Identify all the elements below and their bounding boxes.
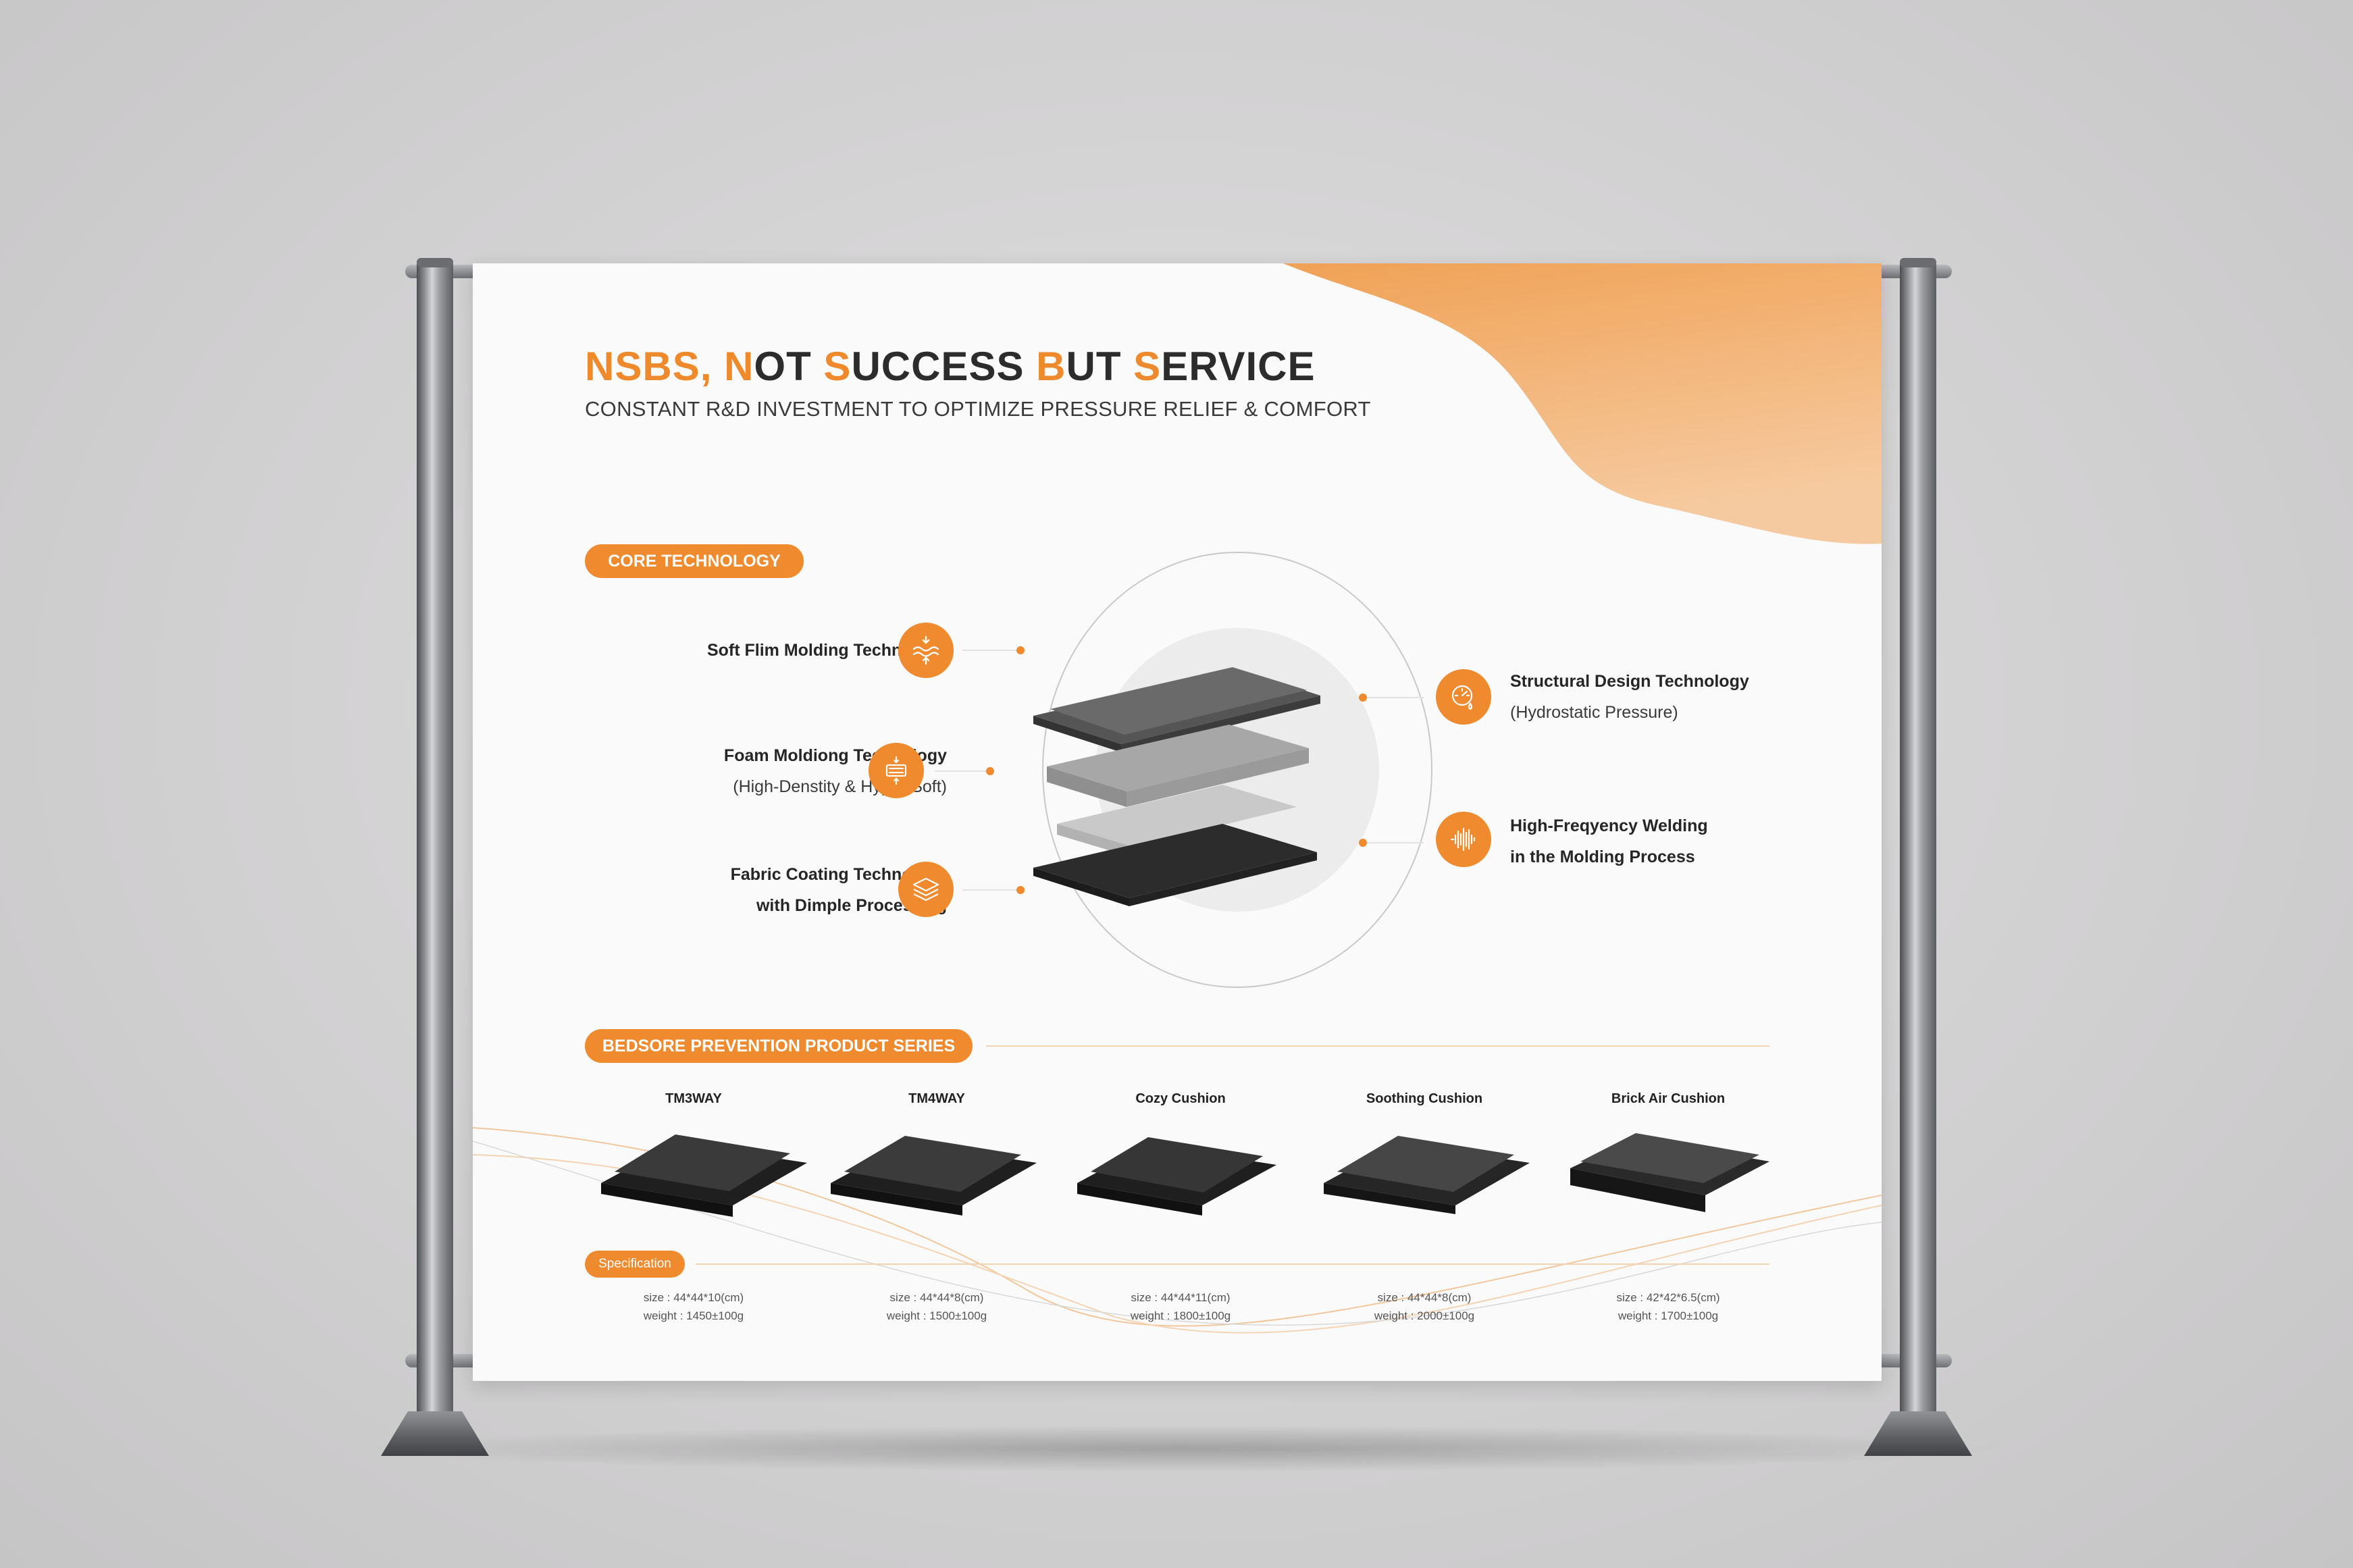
banner: NSBS, NOT SUCCESS BUT SERVICE CONSTANT R… bbox=[473, 263, 1882, 1381]
spec-weight: weight : 2000±100g bbox=[1374, 1309, 1475, 1322]
spec-size: size : 44*44*8(cm) bbox=[889, 1291, 984, 1304]
title-segment: SBS, bbox=[615, 344, 725, 389]
spec-weight: weight : 1450±100g bbox=[643, 1309, 744, 1322]
stand-foot-right bbox=[1864, 1411, 1972, 1456]
title-segment: S bbox=[1133, 344, 1162, 389]
product-spec: size : 44*44*10(cm) weight : 1450±100g bbox=[586, 1288, 802, 1325]
core-technology-label: CORE TECHNOLOGY bbox=[585, 544, 804, 578]
tech-high-frequency-welding: High-Freqyency Welding in the Molding Pr… bbox=[1510, 810, 1708, 872]
page-title: NSBS, NOT SUCCESS BUT SERVICE bbox=[585, 343, 1316, 390]
tech-subtitle: in the Molding Process bbox=[1510, 847, 1695, 866]
page-subtitle: CONSTANT R&D INVESTMENT TO OPTIMIZE PRES… bbox=[585, 397, 1371, 421]
title-segment: OT bbox=[754, 344, 824, 389]
foam-compress-icon bbox=[869, 743, 924, 798]
banner-background bbox=[473, 263, 1882, 1334]
title-segment: N bbox=[585, 344, 615, 389]
stand-left-pole bbox=[417, 260, 453, 1421]
product-image-brick-air-cushion bbox=[1570, 1133, 1769, 1212]
tech-subtitle: (Hydrostatic Pressure) bbox=[1510, 703, 1678, 722]
floor-shadow bbox=[351, 1425, 2013, 1472]
spec-size: size : 42*42*6.5(cm) bbox=[1616, 1291, 1720, 1304]
title-segment: S bbox=[823, 344, 852, 389]
cushion-layers-illustration bbox=[1033, 667, 1320, 906]
product-name: TM3WAY bbox=[665, 1091, 722, 1106]
orange-wave-shape bbox=[1283, 263, 1882, 544]
product-spec: size : 42*42*6.5(cm) weight : 1700±100g bbox=[1560, 1288, 1776, 1325]
product-name: Brick Air Cushion bbox=[1611, 1091, 1726, 1106]
layers-icon bbox=[898, 862, 954, 917]
spec-weight: weight : 1800±100g bbox=[1130, 1309, 1231, 1322]
product-image-tm4way bbox=[831, 1136, 1037, 1216]
tech-title: High-Freqyency Welding bbox=[1510, 816, 1708, 835]
tech-structural-design: Structural Design Technology (Hydrostati… bbox=[1510, 666, 1749, 728]
product-spec: size : 44*44*11(cm) weight : 1800±100g bbox=[1072, 1288, 1289, 1325]
pole-cap-left bbox=[417, 258, 453, 267]
spec-size: size : 44*44*10(cm) bbox=[643, 1291, 744, 1304]
connector-dots bbox=[986, 646, 1367, 894]
product-image-cozy-cushion bbox=[1077, 1137, 1276, 1216]
spec-size: size : 44*44*8(cm) bbox=[1377, 1291, 1472, 1304]
specification-label: Specification bbox=[585, 1251, 685, 1278]
spec-size: size : 44*44*11(cm) bbox=[1131, 1291, 1231, 1304]
center-ring bbox=[1042, 552, 1432, 988]
connector-lines bbox=[935, 650, 1424, 891]
title-segment: UCCESS bbox=[851, 344, 1037, 389]
product-spec: size : 44*44*8(cm) weight : 2000±100g bbox=[1316, 1288, 1532, 1325]
product-series-label: BEDSORE PREVENTION PRODUCT SERIES bbox=[585, 1029, 973, 1063]
wave-arrows-icon bbox=[898, 623, 954, 678]
product-name: Soothing Cushion bbox=[1366, 1091, 1483, 1106]
product-name: TM4WAY bbox=[908, 1091, 965, 1106]
product-name: Cozy Cushion bbox=[1135, 1091, 1226, 1106]
stand-foot-left bbox=[381, 1411, 489, 1456]
product-image-tm3way bbox=[601, 1134, 807, 1217]
spec-weight: weight : 1700±100g bbox=[1618, 1309, 1719, 1322]
title-segment: N bbox=[724, 344, 754, 389]
sound-wave-icon bbox=[1436, 812, 1491, 867]
pressure-gauge-icon bbox=[1436, 669, 1491, 725]
product-image-soothing-cushion bbox=[1324, 1136, 1530, 1214]
tech-title: Structural Design Technology bbox=[1510, 672, 1749, 691]
decor-curve bbox=[473, 1141, 1882, 1326]
title-segment: UT bbox=[1066, 344, 1134, 389]
title-segment: B bbox=[1036, 344, 1066, 389]
spec-weight: weight : 1500±100g bbox=[886, 1309, 987, 1322]
pole-cap-right bbox=[1900, 258, 1936, 267]
product-spec: size : 44*44*8(cm) weight : 1500±100g bbox=[829, 1288, 1045, 1325]
title-segment: ERVICE bbox=[1161, 344, 1316, 389]
stand-right-pole bbox=[1900, 260, 1936, 1421]
